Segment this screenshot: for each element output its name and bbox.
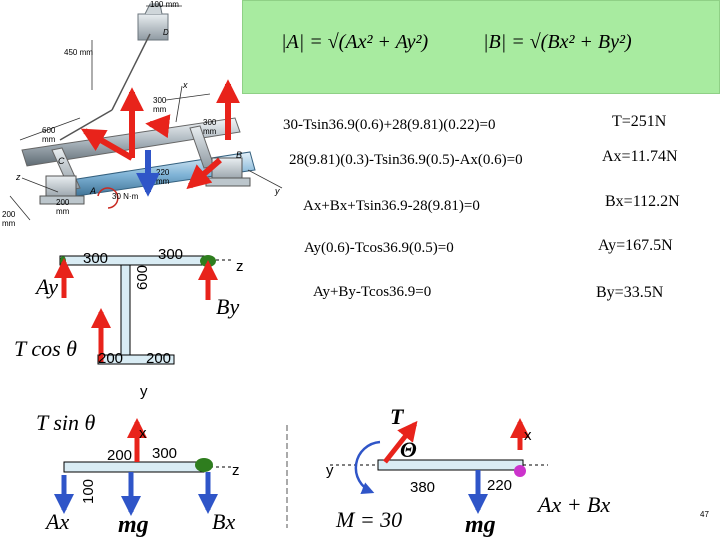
result-5: By=33.5N: [596, 284, 664, 301]
equation-3: Ax+Bx+Tsin36.9-28(9.81)=0: [303, 198, 480, 214]
photo-dim-mm-b: mm: [42, 135, 56, 144]
top-fbd-label-tcos: T cos θ: [14, 336, 77, 361]
top-fbd-bottom-beam: [97, 354, 175, 365]
br-fbd-dim-380: 380: [410, 479, 436, 496]
photo-dim-220: 220: [156, 168, 170, 177]
magnitude-a-formula: |A| = √(Ax² + Ay²): [281, 31, 429, 53]
photo-dim-mm-a: mm: [153, 105, 167, 114]
photo-moment-label: 30 N·m: [112, 192, 139, 201]
br-fbd-axis-x: x: [524, 427, 532, 444]
photo-point-a: A: [90, 186, 97, 196]
photo-point-d: D: [163, 28, 169, 37]
photo-dim-300b: 300: [203, 118, 217, 127]
br-fbd-label-angle: Θ: [400, 437, 417, 462]
magnitude-b-formula: |B| = √(Bx² + By²): [483, 31, 632, 53]
top-fbd-dim-200b: 200: [146, 350, 172, 367]
photo-dim-450: 450 mm: [64, 48, 93, 57]
br-fbd-pin: [514, 465, 526, 477]
magnitude-formula-panel: |A| = √(Ax² + Ay²) |B| = √(Bx² + By²): [242, 0, 720, 94]
bl-fbd-label-ax: Ax: [46, 509, 70, 534]
result-4: Ay=167.5N: [598, 237, 673, 254]
bl-fbd-dim-100: 100: [80, 478, 97, 504]
photo-arrow-left-upper: [80, 128, 134, 161]
photo-point-c: C: [58, 156, 65, 166]
top-fbd-axis-z: z: [236, 258, 244, 275]
top-fbd-dim-right: 300: [158, 246, 184, 263]
bl-fbd-label-bx: Bx: [212, 509, 236, 534]
photo-dim-mm-e: mm: [56, 207, 70, 216]
bl-fbd-dim-200: 200: [107, 447, 133, 464]
photo-dim-mm-c: mm: [203, 127, 217, 136]
equation-1: 30-Tsin36.9(0.6)+28(9.81)(0.22)=0: [283, 117, 496, 133]
photo-dim-300a: 300: [153, 96, 167, 105]
bottom-left-fbd: [54, 418, 232, 516]
br-fbd-label-t: T: [390, 404, 404, 429]
photo-dim-600: 600: [42, 126, 56, 135]
bl-fbd-pin-b: [195, 458, 213, 472]
br-fbd-dim-220: 220: [487, 477, 513, 494]
bl-fbd-beam: [63, 461, 205, 473]
photo-arrow-right-diag: [186, 157, 222, 190]
bl-fbd-axis-x: x: [139, 425, 147, 442]
result-1: T=251N: [612, 113, 667, 130]
photo-arrow-rear-left: [145, 114, 171, 139]
br-fbd-arrow-t: [383, 420, 418, 464]
bottom-right-fbd: [330, 418, 548, 514]
top-fbd-axis-y: y: [140, 383, 148, 400]
bl-fbd-label-tsin: T sin θ: [36, 410, 96, 435]
top-fbd: [54, 255, 232, 365]
result-3: Bx=112.2N: [605, 193, 680, 210]
page-number: 47: [700, 510, 709, 519]
br-fbd-label-mg: mg: [465, 512, 496, 538]
top-fbd-dim-left: 300: [83, 250, 109, 267]
br-fbd-label-moment: M = 30: [336, 507, 403, 532]
equation-4: Ay(0.6)-Tcos36.9(0.5)=0: [304, 240, 454, 256]
br-fbd-label-sum: Ax + Bx: [538, 492, 611, 517]
top-fbd-label-ay: Ay: [36, 274, 58, 299]
photo-point-b: B: [236, 150, 243, 160]
photo-dim-200b: 200: [2, 210, 16, 219]
top-fbd-dim-600: 600: [134, 264, 151, 290]
top-fbd-vertical-member: [120, 261, 131, 357]
photo-axis-x: x: [183, 80, 188, 90]
br-fbd-axis-y: y: [326, 462, 334, 479]
photo-dim-200a: 200: [56, 198, 70, 207]
photo-axis-z: z: [16, 172, 21, 182]
equation-2: 28(9.81)(0.3)-Tsin36.9(0.5)-Ax(0.6)=0: [289, 152, 523, 168]
top-fbd-label-by: By: [216, 294, 240, 319]
bl-fbd-dim-300: 300: [152, 445, 178, 462]
photo-force-arrows: [80, 79, 240, 197]
photo-axis-y: y: [275, 186, 280, 196]
bl-fbd-axis-z: z: [232, 462, 240, 479]
photo-dim-top: 100 mm: [150, 0, 179, 9]
bl-fbd-label-mg: mg: [118, 512, 149, 538]
br-fbd-moment-arc: [354, 440, 381, 494]
result-2: Ax=11.74N: [602, 148, 678, 165]
photo-dim-mm-f: mm: [2, 219, 16, 228]
photo-dim-mm-d: mm: [156, 177, 170, 186]
top-fbd-dim-200a: 200: [98, 350, 124, 367]
equation-5: Ay+By-Tcos36.9=0: [313, 284, 432, 300]
